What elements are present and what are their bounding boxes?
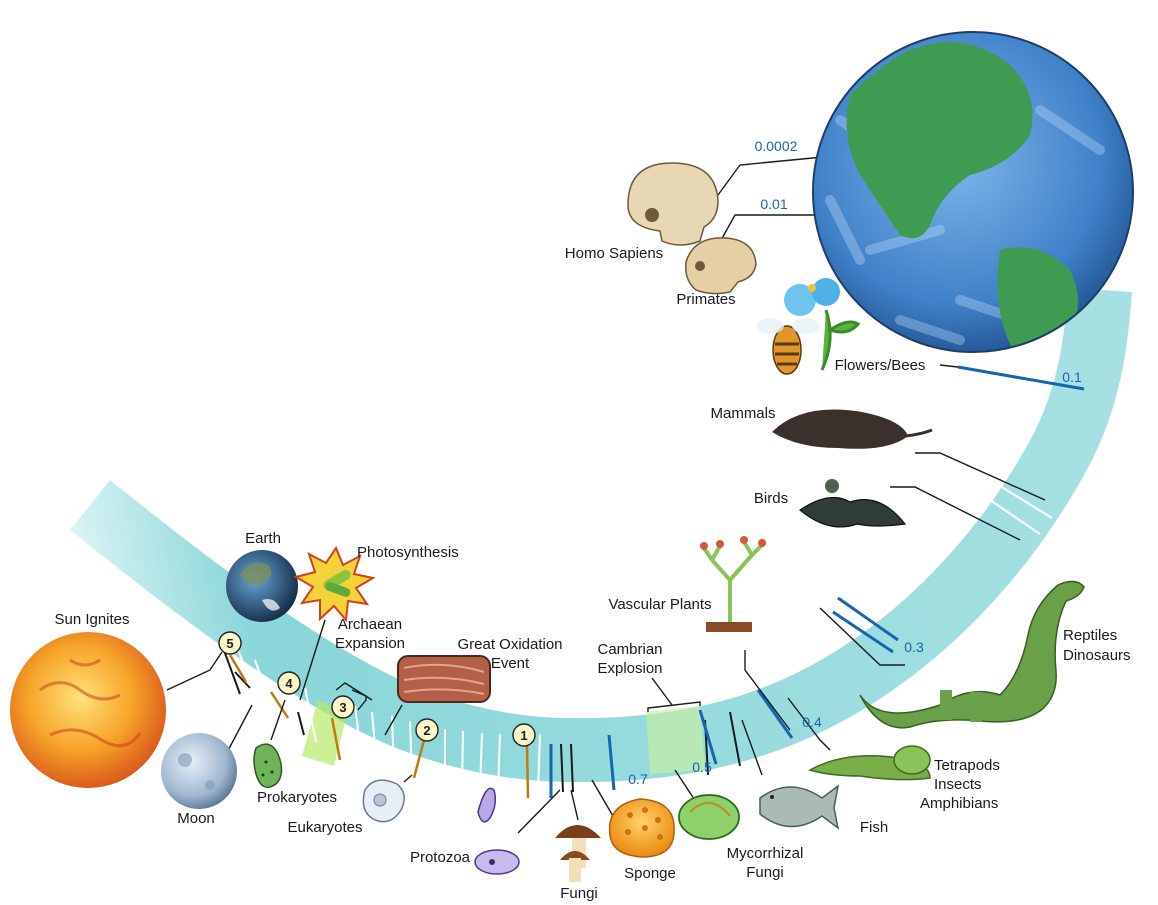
badge-2-text: 2 — [423, 723, 430, 738]
label-protozoa: Protozoa — [410, 849, 471, 866]
label-mycorrhizal-fungi: Fungi — [746, 864, 784, 881]
earth-icon — [226, 550, 298, 622]
label-insects: Insects — [934, 776, 982, 793]
primate-skull-icon — [686, 238, 756, 294]
label-prokaryotes: Prokaryotes — [257, 789, 337, 806]
rock-icon — [398, 656, 490, 702]
label-cambrian: Cambrian — [597, 641, 662, 658]
label-expansion: Expansion — [335, 635, 405, 652]
homo-sapiens-skull-icon — [628, 163, 718, 245]
number-0-4: 0.4 — [802, 714, 822, 730]
badge-4: 4 — [278, 672, 300, 694]
fish-icon — [760, 786, 838, 828]
number-0-3: 0.3 — [904, 639, 924, 655]
eukaryote-icon — [363, 780, 404, 821]
label-moon: Moon — [177, 810, 215, 827]
number-0-7: 0.7 — [628, 771, 648, 787]
label-fish: Fish — [860, 819, 888, 836]
label-flowers-bees: Flowers/Bees — [835, 357, 926, 374]
badge-4-text: 4 — [285, 676, 293, 691]
label-archaean: Archaean — [338, 616, 402, 633]
number-0-0002: 0.0002 — [755, 138, 798, 154]
label-dinosaurs: Dinosaurs — [1063, 647, 1131, 664]
label-tetrapods: Tetrapods — [934, 757, 1000, 774]
fungi-icon — [555, 825, 601, 882]
label-primates: Primates — [676, 291, 735, 308]
label-fungi: Fungi — [560, 885, 598, 902]
label-eukaryotes: Eukaryotes — [287, 819, 362, 836]
sponge-icon — [610, 799, 675, 857]
number-0-1: 0.1 — [1062, 369, 1082, 385]
label-sponge: Sponge — [624, 865, 676, 882]
badge-5: 5 — [219, 632, 241, 654]
badge-1: 1 — [513, 724, 535, 746]
sun-icon — [10, 632, 166, 788]
label-photosynthesis: Photosynthesis — [357, 544, 459, 561]
label-birds: Birds — [754, 490, 788, 507]
bird-icon — [800, 479, 905, 527]
mycorrhizal-icon — [679, 795, 739, 839]
label-reptiles: Reptiles — [1063, 627, 1117, 644]
label-event: Event — [491, 655, 530, 672]
label-explosion: Explosion — [597, 660, 662, 677]
badge-3-text: 3 — [339, 700, 346, 715]
badge-5-text: 5 — [226, 636, 233, 651]
timeline-band — [90, 290, 1100, 750]
label-great-oxidation: Great Oxidation — [457, 636, 562, 653]
label-vascular-plants: Vascular Plants — [608, 596, 711, 613]
number-0-01: 0.01 — [760, 196, 787, 212]
label-mammals: Mammals — [710, 405, 775, 422]
label-earth: Earth — [245, 530, 281, 547]
number-0-5: 0.5 — [692, 759, 712, 775]
label-amphibians: Amphibians — [920, 795, 998, 812]
badge-2: 2 — [416, 719, 438, 741]
vascular-plant-icon — [700, 536, 766, 632]
amphibian-icon — [810, 746, 930, 780]
moon-icon — [161, 733, 237, 809]
prokaryote-icon — [254, 744, 282, 787]
badge-1-text: 1 — [520, 728, 527, 743]
protozoa-icon — [475, 788, 519, 874]
label-homo-sapiens: Homo Sapiens — [565, 245, 663, 262]
label-sun-ignites: Sun Ignites — [54, 611, 129, 628]
mammal-icon — [772, 410, 932, 449]
badge-3: 3 — [332, 696, 354, 718]
label-mycorrhizal: Mycorrhizal — [727, 845, 804, 862]
